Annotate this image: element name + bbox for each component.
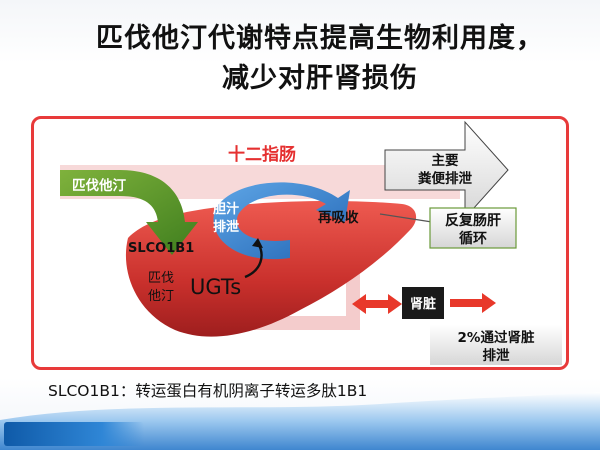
cycle-arrow-icon: [213, 182, 350, 260]
page-title-line2: 减少对肝肾损伤: [222, 63, 418, 94]
cycle-box-label-top: 反复肠肝: [445, 212, 501, 229]
kidney-link-arrow-icon: [352, 294, 402, 314]
renal-arrow-icon: [450, 293, 496, 313]
cycle-pointer-line: [379, 213, 433, 223]
liver-shape: [125, 201, 417, 337]
transporter-label: SLCO1B1: [128, 241, 194, 256]
drug-label: 匹伐他汀: [72, 177, 126, 194]
reabsorption-label: 再吸收: [318, 209, 359, 226]
renal-label-top: 2%通过肾脏: [458, 329, 535, 346]
footer-wave: [0, 392, 600, 450]
duodenum-label: 十二指肠: [228, 144, 296, 165]
main-box-label-top: 主要: [432, 152, 459, 169]
page-title-line1: 匹伐他汀代谢特点提高生物利用度，: [96, 23, 544, 54]
renal-label-bottom: 排泄: [483, 347, 510, 364]
liver-drug-label-top: 匹伐: [148, 271, 174, 286]
kidney-box: [402, 287, 444, 319]
ugt-label: UGTs: [190, 275, 241, 299]
bile-label-top: 胆汁: [213, 201, 239, 217]
bile-label-bottom: 排泄: [213, 219, 239, 235]
main-box-label-bottom: 粪便排泄: [418, 170, 472, 187]
cycle-box-label-bottom: 循环: [459, 230, 487, 247]
cycle-box: [429, 207, 517, 249]
liver-drug-label-bottom: 他汀: [148, 289, 174, 304]
drug-arrow-icon: [60, 170, 198, 255]
footnote: SLCO1B1：转运蛋白有机阴离子转运多肽1B1: [48, 382, 368, 400]
kidney-label: 肾脏: [410, 296, 436, 312]
duodenum-arrow-icon: [384, 120, 509, 220]
footer-logo: [4, 422, 144, 446]
renal-box: [430, 325, 562, 365]
ugt-link-arrowhead-icon: [252, 238, 263, 248]
